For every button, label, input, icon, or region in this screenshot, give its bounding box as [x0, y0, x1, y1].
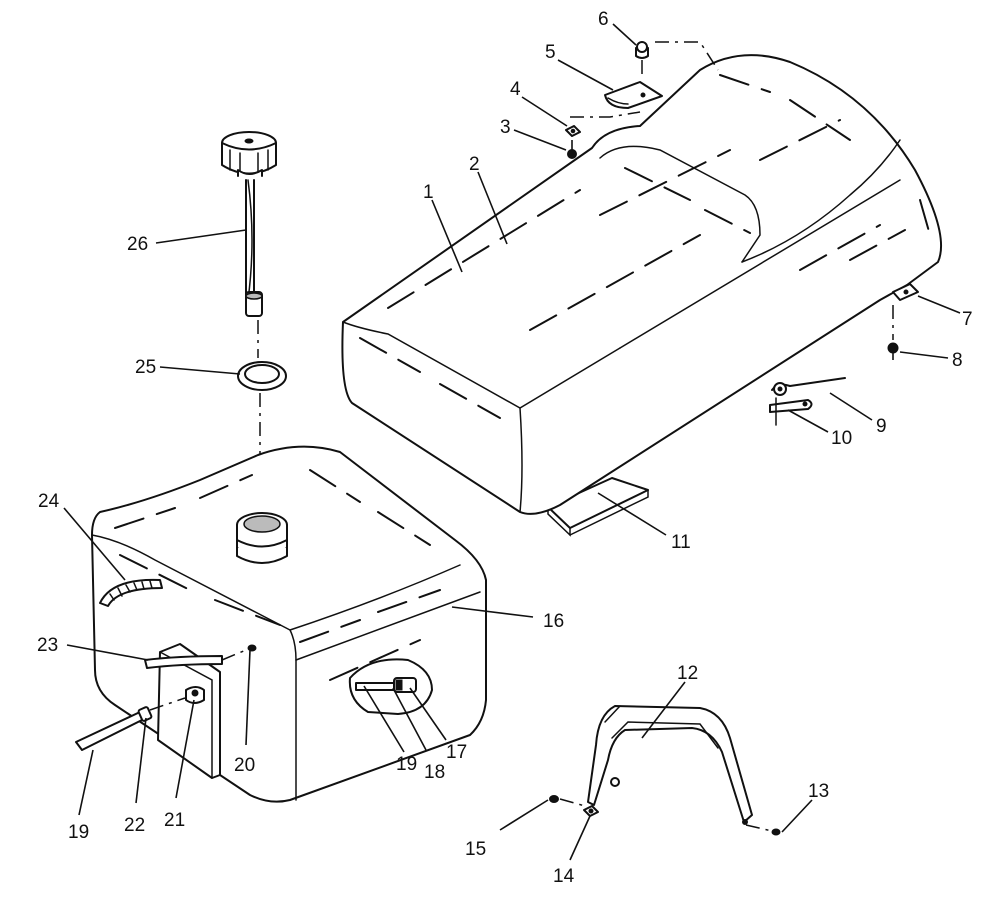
callout-13: 13 [808, 781, 829, 802]
callout-9: 9 [876, 416, 887, 437]
mounting-bracket [549, 705, 781, 836]
callout-8: 8 [952, 350, 963, 371]
leader-lines [63, 23, 961, 861]
callout-labels: 1 2 3 4 5 6 7 8 9 10 11 12 13 14 15 16 1… [37, 9, 973, 887]
callout-10: 10 [831, 428, 852, 449]
callout-11: 11 [671, 532, 691, 553]
callout-23: 23 [37, 635, 58, 656]
seat-assembly [341, 41, 943, 537]
callout-18: 18 [424, 762, 445, 783]
callout-17: 17 [446, 742, 467, 763]
callout-5: 5 [545, 42, 556, 63]
callout-21: 21 [164, 810, 185, 831]
fuel-tank [75, 445, 487, 803]
callout-2: 2 [469, 154, 480, 175]
callout-24: 24 [38, 491, 60, 512]
callout-14: 14 [553, 866, 575, 887]
fuel-cap-gauge [221, 131, 277, 358]
callout-19-sender: 19 [396, 754, 417, 775]
callout-22: 22 [124, 815, 145, 836]
callout-12: 12 [677, 663, 698, 684]
callout-26: 26 [127, 234, 148, 255]
callout-20: 20 [234, 755, 255, 776]
callout-15: 15 [465, 839, 486, 860]
callout-16: 16 [543, 611, 564, 632]
callout-19-fuel-line: 19 [68, 822, 89, 843]
callout-1: 1 [423, 182, 434, 203]
callout-3: 3 [500, 117, 511, 138]
callout-4: 4 [510, 79, 521, 100]
callout-25: 25 [135, 357, 156, 378]
callout-6: 6 [598, 9, 609, 30]
callout-7: 7 [962, 309, 973, 330]
